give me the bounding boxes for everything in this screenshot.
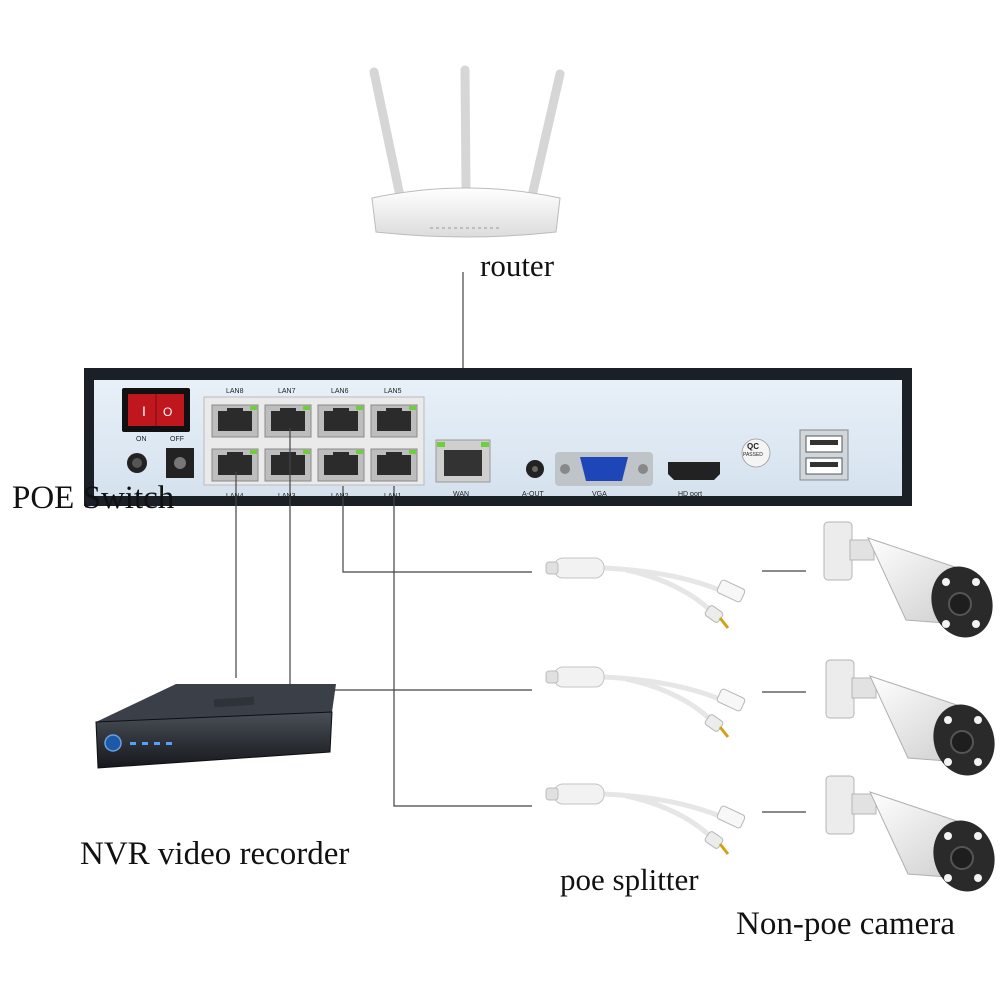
aout-label: A-OUT — [522, 491, 544, 498]
lan-port — [211, 404, 259, 438]
lan6-label: LAN6 — [331, 388, 349, 395]
lan7-label: LAN7 — [278, 388, 296, 395]
poe-splitter — [545, 783, 746, 855]
poe-splitter — [545, 557, 746, 629]
vga-label: VGA — [592, 491, 607, 498]
poe-switch-label: POE Switch — [12, 480, 175, 516]
lan8-label: LAN8 — [226, 388, 244, 395]
lan2-splitter-line — [342, 486, 532, 573]
nvr-device — [95, 684, 336, 769]
qc-label: QC — [747, 442, 759, 451]
lan-port — [370, 448, 418, 482]
poe-splitter — [545, 666, 746, 738]
hd-port-label: HD port — [678, 491, 703, 498]
svg-text:O: O — [163, 405, 172, 419]
router-device — [369, 65, 565, 238]
lan1-splitter-line — [393, 486, 532, 807]
lan-port — [317, 448, 365, 482]
lan-ports — [211, 404, 418, 482]
lan2-label: LAN2 — [331, 493, 349, 500]
qc-passed-label: PASSED — [743, 452, 763, 458]
on-label: ON — [136, 436, 147, 443]
lan5-label: LAN5 — [384, 388, 402, 395]
poe-switch-panel: I O — [84, 368, 912, 506]
poe-splitters — [545, 557, 746, 855]
off-label: OFF — [170, 436, 184, 443]
poe-splitter-label: poe splitter — [560, 862, 699, 897]
lan-port — [317, 404, 365, 438]
lan-port — [264, 404, 312, 438]
cameras — [823, 521, 995, 892]
lan-port — [211, 448, 259, 482]
bullet-camera — [825, 775, 995, 892]
connection-lines — [235, 428, 806, 813]
lan1-label: LAN1 — [384, 493, 402, 500]
lan-port — [370, 404, 418, 438]
lan4-label: LAN4 — [226, 493, 244, 500]
bullet-camera — [825, 659, 995, 776]
wan-label: WAN — [453, 491, 470, 498]
lan3-label: LAN3 — [278, 493, 296, 500]
bullet-camera — [823, 521, 993, 638]
camera-label: Non-poe camera — [736, 906, 955, 942]
router-label: router — [480, 248, 555, 283]
svg-text:I: I — [142, 403, 146, 419]
nvr-label: NVR video recorder — [80, 836, 350, 872]
lan-port — [264, 448, 312, 482]
